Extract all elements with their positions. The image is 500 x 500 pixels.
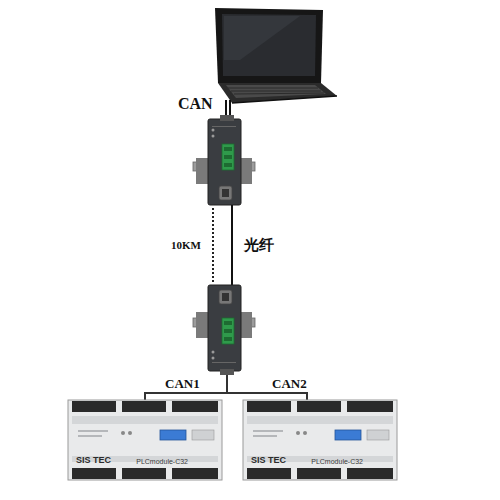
fiber-converter-part: [220, 369, 234, 375]
fiber-converter-part: [224, 337, 232, 341]
fiber-converter-part: [208, 285, 241, 371]
fiber-converter-part: [208, 119, 241, 205]
fiber-converter-part: [219, 290, 232, 304]
fiber-converter: [193, 115, 255, 205]
fiber-converter-part: [212, 362, 236, 363]
plc-module-part: [253, 430, 283, 432]
plc-module-part: [243, 400, 397, 480]
plc-module-part: [247, 416, 393, 424]
plc-module: [243, 400, 397, 480]
plc-module-part: [122, 401, 166, 412]
fiber-cable-part: [231, 205, 233, 285]
bus-label: CAN: [178, 96, 213, 112]
fiber-converter-part: [224, 155, 232, 159]
plc-module-part: [128, 431, 132, 435]
plc-module-part: [303, 431, 307, 435]
fiber-converter-part: [196, 312, 208, 338]
plc-module-part: [335, 430, 361, 440]
fiber-converter-part: [212, 129, 215, 132]
can-bus-wire-part: [145, 392, 307, 394]
fiber-converter-part: [224, 147, 232, 151]
plc-module-part: [121, 431, 125, 435]
fiber-converter-part: [240, 312, 252, 338]
fiber-converter-part: [196, 158, 208, 184]
fiber-converter-part: [220, 115, 234, 121]
laptop-picture: [215, 8, 337, 103]
plc-module-part: [247, 468, 291, 479]
laptop-picture-part: [218, 83, 337, 103]
laptop-picture-part: [226, 85, 326, 98]
fiber-converter-part: [224, 329, 232, 333]
fiber-converter-part: [222, 293, 229, 301]
fiber-cable: [213, 205, 232, 285]
plc-module-part: [367, 430, 389, 440]
laptop-picture-part: [224, 16, 300, 60]
laptop-picture-part: [232, 96, 337, 103]
can-bus-wire-part: [226, 375, 228, 393]
distance-label: 10KM: [171, 240, 201, 251]
fiber-converter-part: [212, 357, 215, 360]
plc-module-part: [72, 468, 116, 479]
fiber-converter-part: [219, 186, 232, 200]
laptop-picture-part: [234, 93, 324, 94]
bus-label: CAN1: [165, 377, 200, 390]
plc-module-part: [78, 435, 102, 437]
brand-logo-text: SIS TEC: [76, 456, 111, 465]
fiber-converter-part: [212, 126, 236, 127]
laptop-picture-part: [228, 88, 318, 89]
bus-label: CAN2: [272, 377, 307, 390]
fiber-cable-part: [212, 208, 214, 282]
plc-module-part: [297, 468, 341, 479]
plc-module-box: SIS TEC PLCmodule-C32: [68, 400, 222, 480]
brand-logo-text: SIS TEC: [251, 456, 286, 465]
fiber-converter-part: [224, 321, 232, 325]
plc-module-part: [160, 430, 186, 440]
model-name: PLCmodule-C32: [136, 458, 188, 465]
fiber-converter: [193, 285, 255, 375]
plc-module-part: [78, 430, 108, 432]
plc-module-part: [72, 401, 116, 412]
model-name: PLCmodule-C32: [311, 458, 363, 465]
plc-module-part: [192, 430, 214, 440]
plc-module-box: SIS TEC PLCmodule-C32: [243, 400, 397, 480]
plc-module-part: [347, 468, 393, 479]
can-bus-wire: [145, 375, 307, 402]
fiber-converter-part: [212, 135, 215, 138]
plc-module-part: [68, 400, 222, 480]
plc-module-part: [296, 431, 300, 435]
plc-module-part: [253, 435, 277, 437]
fiber-converter-part: [224, 163, 232, 167]
laptop-picture-part: [231, 91, 321, 92]
fiber-converter-part: [240, 158, 252, 184]
plc-module-part: [122, 468, 166, 479]
fiber-converter-part: [222, 144, 234, 170]
plc-module-part: [347, 401, 393, 412]
plc-module-part: [172, 468, 218, 479]
laptop-picture-part: [222, 14, 316, 76]
medium-label: 光纤: [244, 238, 274, 253]
fiber-converter-part: [212, 351, 215, 354]
plc-module-part: [297, 401, 341, 412]
plc-module-part: [247, 401, 291, 412]
plc-module-part: [172, 401, 218, 412]
plc-module-part: [72, 416, 218, 424]
plc-module: [68, 400, 222, 480]
laptop-picture-part: [215, 8, 323, 83]
fiber-converter-part: [222, 318, 234, 344]
fiber-converter-part: [222, 189, 229, 197]
